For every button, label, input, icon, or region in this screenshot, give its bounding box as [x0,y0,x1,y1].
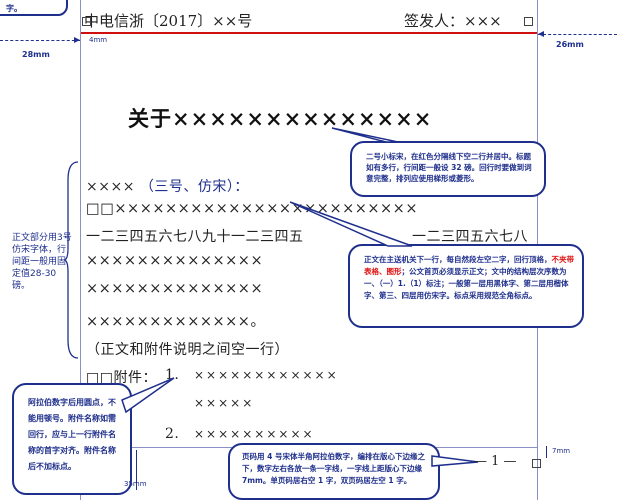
bottom-left-label: 35mm [124,480,147,488]
page-number-callout: 页码用 4 号宋体半角阿拉伯数字，编排在版心下边缘之下，数字左右各放一条一字线，… [228,443,440,500]
body-callout-pointer [289,201,413,247]
body-line-5: ×××××××××××××。 [86,314,266,330]
body-callout-text-1: 正文在主送机关下一行，每自然段左空二字，回行顶格， [364,255,552,264]
page-number-callout-text: 页码用 4 号宋体半角阿拉伯数字，编排在版心下边缘之下，数字左右各放一条一字线，… [242,452,425,485]
body-line-4: ×××××××××××××× [86,281,264,297]
right-margin-label: 26mm [556,40,584,49]
title-callout-text: 二号小标宋，在红色分隔线下空二行并居中。标题如有多行，行间距一般设 32 磅。回… [366,152,532,183]
right-margin-arrowhead [538,31,544,37]
bottom-right-tick [546,446,547,458]
header-box-left [82,17,91,26]
body-line-2-left: 一二三四五六七八九十一二三四五 [86,229,304,245]
left-margin-label: 28mm [22,50,50,59]
attachment-callout-pointer [121,377,175,414]
attachment-callout: 阿拉伯数字后用圆点，不能用顿号。附件名称如需回行，应与上一行附件名称的首字对齐。… [12,383,132,495]
page-number-callout-pointer [431,455,479,467]
document-title: 关于×××××××××××××× [128,106,433,131]
side-note-brace [64,161,79,359]
attachment-1-cont: ××××× [194,396,255,410]
spacing-note: （正文和附件说明之间空一行） [86,342,289,358]
attachment-callout-text: 阿拉伯数字后用圆点，不能用顿号。附件名称如需回行，应与上一行附件名称的首字对齐。… [28,398,116,471]
line-gap-label: 4mm [89,36,108,44]
top-left-callout-text: 字。 [6,4,22,13]
attachment-2-text: ×××××××××× [194,427,315,441]
main-recipient-text: ×××× [86,179,135,195]
body-line-3: ×××××××××××××× [86,253,264,269]
bottom-left-arrow [136,450,137,490]
red-separator [81,32,537,34]
page-frame-left [80,0,81,500]
attachment-prefix: □□附件： [86,370,157,386]
body-line-2-right: 一二三四五六七八 [412,229,528,245]
right-margin-arrow [538,34,617,36]
body-callout-text-2: ；公文首页必须显示正文；文中的结构层次序数为一、（一）1.（1）标注；一般第一层… [364,267,569,300]
attachment-1-text: ×××××××××××× [194,368,339,382]
title-callout-pointer [331,127,399,143]
header-box-right [524,17,533,26]
signer: 签发人：××× [404,12,502,30]
bottom-right-label: 7mm [552,447,571,455]
side-note: 正文部分用3号仿宋字体，行间距一般用固定值28-30磅。 [12,232,74,292]
doc-number: 中电信浙〔2017〕××号 [84,12,253,30]
body-callout-text-red: 不夹带表格、图形 [364,255,574,276]
main-recipient: ×××× （三号、仿宋）： [86,176,249,196]
title-callout: 二号小标宋，在红色分隔线下空二行并居中。标题如有多行，行间距一般设 32 磅。回… [350,141,546,197]
top-left-callout: 字。 [0,0,68,16]
page-number: — 1 — [474,454,517,469]
side-note-text: 正文部分用3号仿宋字体，行间距一般用固定值28-30磅。 [12,233,72,291]
body-callout: 正文在主送机关下一行，每自然段左空二字，回行顶格，不夹带表格、图形；公文首页必须… [348,244,584,328]
attachment-1-num: 1. [165,367,180,383]
attachment-2-num: 2. [165,426,180,442]
left-margin-arrow [0,40,80,42]
main-recipient-note: （三号、仿宋）： [139,179,249,195]
page-number-box [532,459,541,468]
left-margin-arrowhead [74,37,80,43]
body-line-1: □□×××××××××××××××××××××××× [86,201,418,217]
